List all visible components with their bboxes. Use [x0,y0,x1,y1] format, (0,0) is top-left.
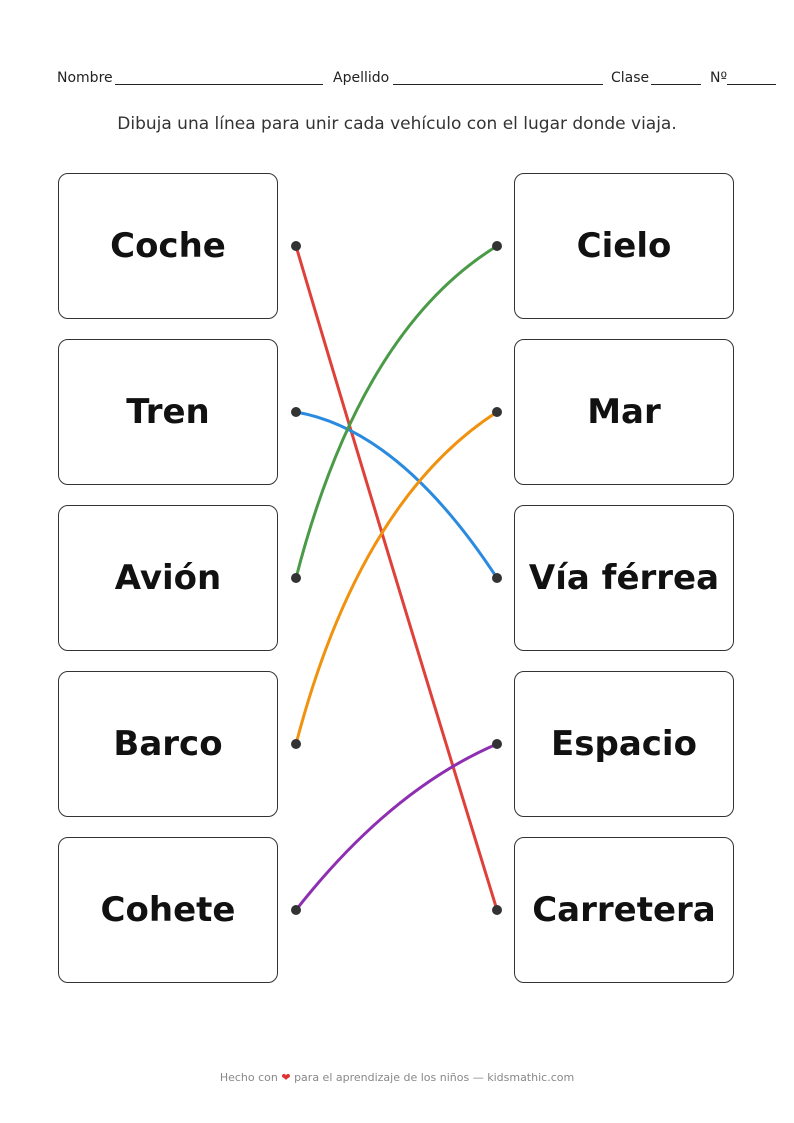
right-item[interactable]: Carretera [514,837,734,983]
left-item[interactable]: Tren [58,339,278,485]
left-item[interactable]: Avión [58,505,278,651]
instruction: Dibuja una línea para unir cada vehículo… [117,114,677,134]
line-cohete-espacio [294,742,498,911]
number-field[interactable] [727,84,776,85]
right-dot[interactable] [492,241,502,251]
right-dot[interactable] [492,407,502,417]
right-item[interactable]: Cielo [514,173,734,319]
footer-text-before: Hecho con [219,1071,278,1084]
footer-text-after: para el aprendizaje de los niños — kidsm… [294,1071,575,1084]
line-avion-cielo [294,244,498,579]
right-dot[interactable] [492,573,502,583]
line-coche-carretera [294,245,499,911]
footer: Hecho con ❤ para el aprendizaje de los n… [0,1071,794,1084]
left-item[interactable]: Cohete [58,837,278,983]
right-item[interactable]: Espacio [514,671,734,817]
number-label: Nº [710,70,728,86]
left-item[interactable]: Coche [58,173,278,319]
dots [291,241,502,915]
left-dot[interactable] [291,241,301,251]
name-field[interactable] [115,84,323,85]
line-barco-mar [294,410,498,745]
class-label: Clase [611,70,650,86]
left-dot[interactable] [291,573,301,583]
name-label: Nombre [57,70,113,86]
heart-icon: ❤ [281,1071,291,1084]
right-item[interactable]: Mar [514,339,734,485]
left-dot[interactable] [291,905,301,915]
right-dot[interactable] [492,905,502,915]
surname-label: Apellido [333,70,390,86]
line-tren-via-ferrea [295,410,499,579]
class-field[interactable] [651,84,701,85]
right-item[interactable]: Vía férrea [514,505,734,651]
left-dot[interactable] [291,739,301,749]
right-dot[interactable] [492,739,502,749]
left-dot[interactable] [291,407,301,417]
surname-field[interactable] [393,84,603,85]
left-item[interactable]: Barco [58,671,278,817]
